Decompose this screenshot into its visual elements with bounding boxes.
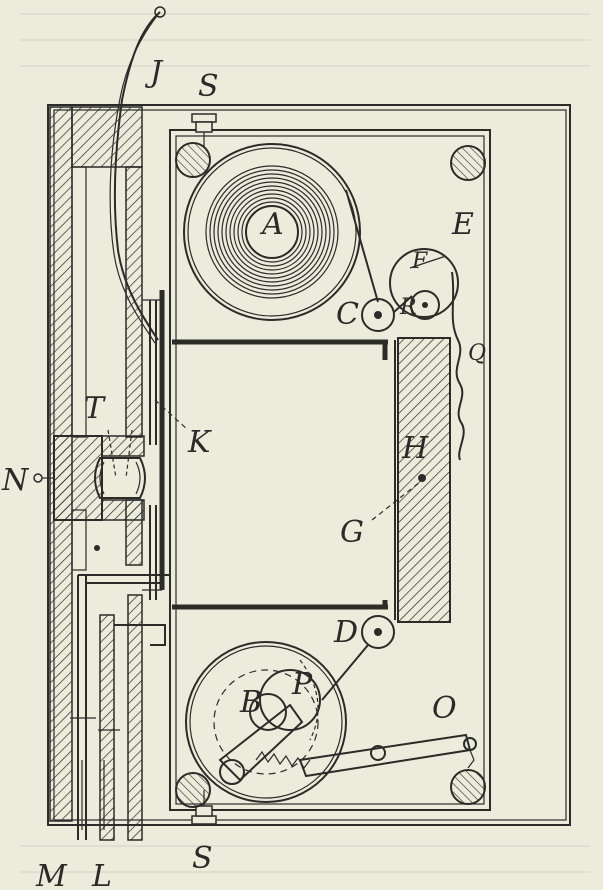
- supply-spool: [183, 143, 361, 321]
- winding-lever: [298, 733, 477, 778]
- roller-d: [361, 615, 395, 649]
- shutter-guides: [142, 290, 165, 600]
- corner-post-top-left: [175, 142, 211, 178]
- film-path-upper: [345, 189, 379, 303]
- label-h: H: [401, 431, 429, 466]
- label-p: P: [291, 667, 313, 702]
- label-s-bottom: S: [192, 841, 213, 876]
- label-e: E: [451, 207, 474, 242]
- measuring-wheel: [389, 248, 459, 320]
- screw-top: [191, 113, 217, 148]
- take-up-spool: [185, 641, 347, 803]
- label-o: O: [432, 691, 457, 726]
- label-c: C: [336, 297, 359, 332]
- label-n: N: [1, 463, 30, 498]
- labels: J S A E F R C Q T K H N G D P B O M L S: [1, 55, 486, 890]
- label-s-top: S: [198, 69, 219, 104]
- label-b: B: [239, 685, 262, 720]
- label-k: K: [187, 425, 212, 460]
- film-frame: [172, 339, 388, 610]
- roller-c: [361, 298, 395, 332]
- lens-element: [94, 429, 146, 499]
- label-d: D: [333, 615, 358, 650]
- film-path-lower: [321, 644, 369, 701]
- label-l: L: [91, 859, 112, 890]
- camera-box: [47, 104, 571, 826]
- label-m: M: [35, 859, 68, 890]
- label-r: R: [399, 295, 417, 320]
- label-t: T: [84, 391, 106, 426]
- focusing-rods: [70, 545, 170, 841]
- corner-post-top-right: [450, 145, 486, 181]
- corner-post-bottom-left: [175, 772, 211, 808]
- label-g: G: [340, 515, 364, 550]
- spring-q: [451, 271, 465, 461]
- lens-housing: [33, 435, 145, 521]
- label-q: Q: [468, 341, 486, 366]
- bleed-through-texture: [20, 13, 590, 873]
- label-f: F: [411, 249, 428, 274]
- corner-post-bottom-right: [450, 769, 486, 805]
- label-a: A: [259, 207, 284, 242]
